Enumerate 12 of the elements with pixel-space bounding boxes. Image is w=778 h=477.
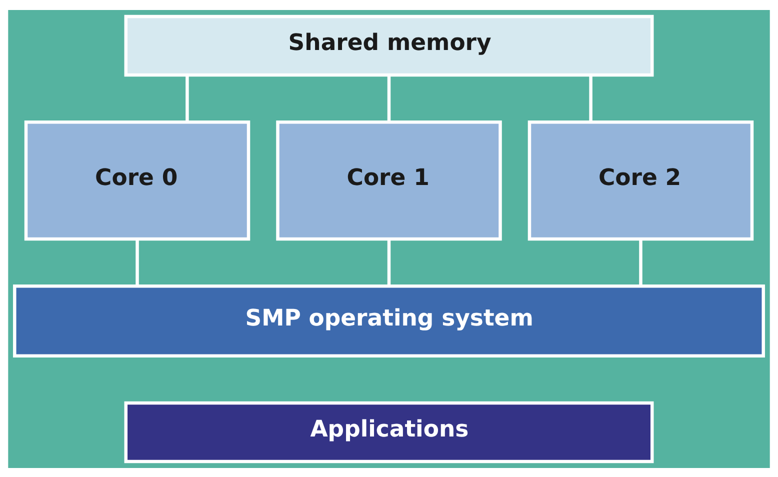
connector bbox=[136, 238, 139, 285]
node-box: Applications bbox=[124, 400, 654, 463]
connector bbox=[639, 238, 642, 285]
connector bbox=[186, 74, 189, 122]
node-box: Core 2 bbox=[528, 120, 754, 240]
node-box: Shared memory bbox=[124, 14, 654, 76]
connector bbox=[387, 74, 391, 122]
node-box: SMP operating system bbox=[13, 284, 765, 358]
connector bbox=[589, 74, 592, 122]
node-box: Core 1 bbox=[276, 120, 502, 240]
node-box: Core 0 bbox=[24, 120, 250, 240]
connector bbox=[387, 238, 391, 285]
